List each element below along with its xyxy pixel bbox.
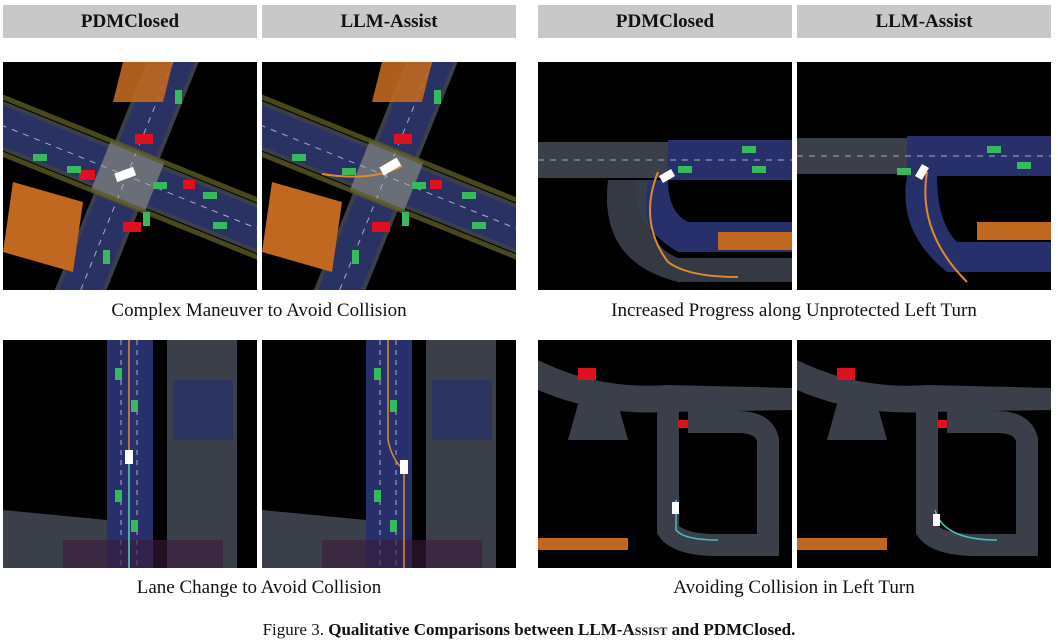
caption-unprotected-left-turn: Increased Progress along Unprotected Lef… (611, 300, 977, 321)
panel-lane-change-pdmclosed (3, 340, 257, 568)
column-header-pdmclosed-left: PDMClosed (3, 5, 257, 38)
panel-left-turn-progress-llm-assist (797, 62, 1051, 290)
figure-title: Qualitative Comparisons between LLM-Assi… (328, 620, 796, 639)
figure-label: Figure 3. (262, 620, 324, 639)
panel-intersection-llm-assist (262, 62, 516, 290)
panel-lane-change-llm-assist (262, 340, 516, 568)
figure-caption: Figure 3. Qualitative Comparisons betwee… (0, 620, 1058, 640)
column-header-llm-assist-right: LLM-Assist (797, 5, 1051, 38)
column-header-pdmclosed-right: PDMClosed (538, 5, 792, 38)
column-header-llm-assist-left: LLM-Assist (262, 5, 516, 38)
panel-left-turn-progress-pdmclosed (538, 62, 792, 290)
panel-avoid-collision-left-turn-llm-assist (797, 340, 1051, 568)
caption-lane-change: Lane Change to Avoid Collision (136, 577, 382, 598)
caption-complex-maneuver: Complex Maneuver to Avoid Collision (111, 300, 407, 321)
caption-avoiding-collision-left-turn: Avoiding Collision in Left Turn (673, 577, 915, 598)
panel-intersection-pdmclosed (3, 62, 257, 290)
panel-avoid-collision-left-turn-pdmclosed (538, 340, 792, 568)
